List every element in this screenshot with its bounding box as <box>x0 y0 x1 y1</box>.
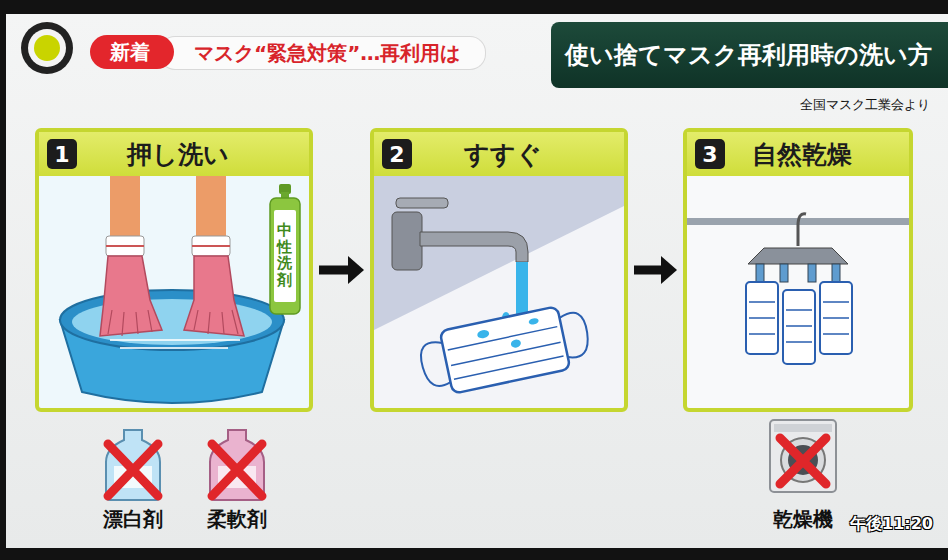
note-label: 全国マスク工業会より <box>800 96 930 114</box>
step-panel: 2すすぐ <box>370 128 628 412</box>
detergent-bottle: 中性洗剤 <box>266 184 304 316</box>
flow-arrow <box>319 256 364 284</box>
step-panel: 3自然乾燥 <box>683 128 913 412</box>
channel-logo <box>21 22 73 74</box>
panel-header: 2すすぐ <box>374 132 624 176</box>
note-label: 午後11:20 <box>850 514 933 535</box>
flow-arrow <box>634 256 677 284</box>
dryer-forbidden-icon <box>770 420 836 492</box>
step-title: 自然乾燥 <box>725 138 909 171</box>
rinsing-illustration <box>374 176 624 408</box>
step-number: 2 <box>382 139 412 169</box>
heading-text: 新着 <box>110 39 150 66</box>
heading-text: 使い捨てマスク再利用時の洗い方 <box>565 39 932 71</box>
panel-header: 3自然乾燥 <box>687 132 909 176</box>
bleach-forbidden-icon <box>106 430 160 500</box>
headline-bar: マスク“緊急対策”…再利用は <box>160 37 485 69</box>
heading-text: マスク“緊急対策”…再利用は <box>194 40 460 67</box>
step-panel: 1押し洗い中性洗剤 <box>35 128 313 412</box>
title-banner: 使い捨てマスク再利用時の洗い方 <box>551 22 948 88</box>
news-tag: 新着 <box>90 35 174 69</box>
step-number: 1 <box>47 139 77 169</box>
note-label: 乾燥機 <box>773 506 833 533</box>
step-title: 押し洗い <box>77 138 309 171</box>
drying-illustration <box>687 176 909 408</box>
note-label: 柔軟剤 <box>207 506 267 533</box>
step-title: すすぐ <box>412 138 624 171</box>
step-number: 3 <box>695 139 725 169</box>
note-label: 漂白剤 <box>103 506 163 533</box>
washing-illustration <box>39 176 309 408</box>
bottle-label: 中性洗剤 <box>277 222 292 288</box>
panel-header: 1押し洗い <box>39 132 309 176</box>
softener-forbidden-icon <box>210 430 264 500</box>
